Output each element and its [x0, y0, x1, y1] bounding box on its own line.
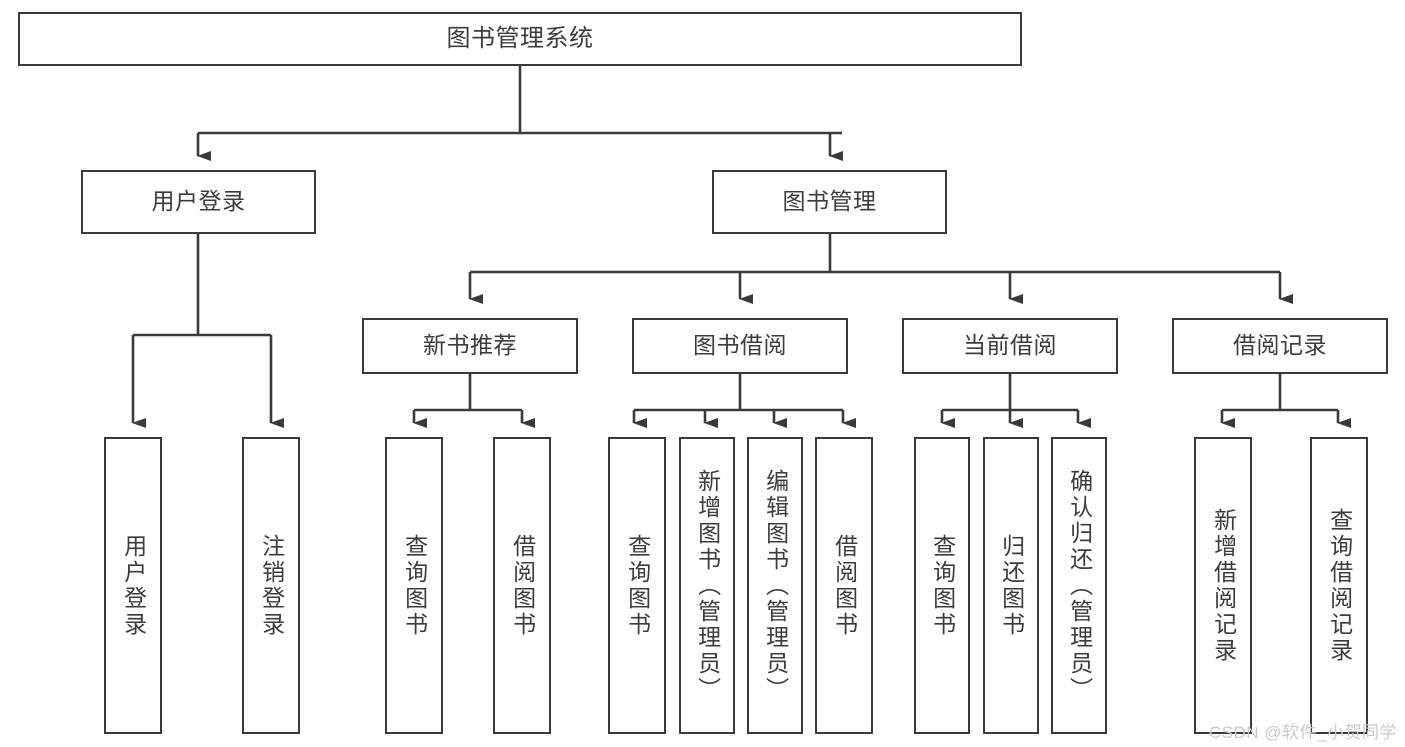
- node-current-borrow-label: 当前借阅: [963, 332, 1057, 359]
- node-leaf-add-record[interactable]: 新增借阅记录: [1194, 437, 1252, 734]
- node-leaf-user-login-label: 用户登录: [120, 533, 147, 638]
- node-leaf-add-record-label: 新增借阅记录: [1210, 507, 1237, 664]
- node-leaf-query-book-2[interactable]: 查询图书: [608, 437, 666, 734]
- node-root-label: 图书管理系统: [446, 24, 594, 52]
- node-leaf-borrow-book-1[interactable]: 借阅图书: [493, 437, 551, 734]
- node-leaf-query-book-3-label: 查询图书: [929, 533, 956, 638]
- node-leaf-borrow-book-2-label: 借阅图书: [831, 533, 858, 638]
- node-leaf-edit-book[interactable]: 编辑图书（管理员）: [747, 437, 803, 734]
- node-leaf-query-record[interactable]: 查询借阅记录: [1310, 437, 1368, 734]
- csdn-watermark: CSDN @软件_小贺同学: [1208, 723, 1397, 742]
- node-current-borrow[interactable]: 当前借阅: [902, 318, 1118, 374]
- node-leaf-add-book[interactable]: 新增图书（管理员）: [679, 437, 735, 734]
- node-leaf-query-book-3[interactable]: 查询图书: [914, 437, 970, 734]
- node-leaf-return-book-label: 归还图书: [998, 533, 1025, 638]
- node-borrow-record[interactable]: 借阅记录: [1172, 318, 1388, 374]
- node-leaf-user-login[interactable]: 用户登录: [104, 437, 162, 734]
- node-user-login-label: 用户登录: [151, 188, 246, 215]
- node-root[interactable]: 图书管理系统: [18, 12, 1022, 66]
- node-leaf-edit-book-label: 编辑图书（管理员）: [762, 468, 789, 703]
- node-leaf-query-book-1[interactable]: 查询图书: [385, 437, 443, 734]
- node-book-manage[interactable]: 图书管理: [712, 170, 947, 234]
- node-new-book-rec-label: 新书推荐: [423, 332, 517, 359]
- node-leaf-confirm-return-label: 确认归还（管理员）: [1066, 468, 1093, 703]
- node-book-manage-label: 图书管理: [782, 188, 877, 215]
- node-user-login[interactable]: 用户登录: [81, 170, 316, 234]
- node-leaf-add-book-label: 新增图书（管理员）: [694, 468, 721, 703]
- node-book-borrow[interactable]: 图书借阅: [632, 318, 848, 374]
- node-leaf-logout-label: 注销登录: [258, 533, 285, 638]
- node-leaf-logout[interactable]: 注销登录: [242, 437, 300, 734]
- node-leaf-query-book-2-label: 查询图书: [624, 533, 651, 638]
- node-leaf-return-book[interactable]: 归还图书: [983, 437, 1039, 734]
- node-new-book-rec[interactable]: 新书推荐: [362, 318, 578, 374]
- node-book-borrow-label: 图书借阅: [693, 332, 787, 359]
- node-leaf-borrow-book-1-label: 借阅图书: [509, 533, 536, 638]
- node-leaf-borrow-book-2[interactable]: 借阅图书: [815, 437, 873, 734]
- node-leaf-query-book-1-label: 查询图书: [401, 533, 428, 638]
- node-borrow-record-label: 借阅记录: [1233, 332, 1327, 359]
- node-leaf-confirm-return[interactable]: 确认归还（管理员）: [1051, 437, 1107, 734]
- node-leaf-query-record-label: 查询借阅记录: [1326, 507, 1353, 664]
